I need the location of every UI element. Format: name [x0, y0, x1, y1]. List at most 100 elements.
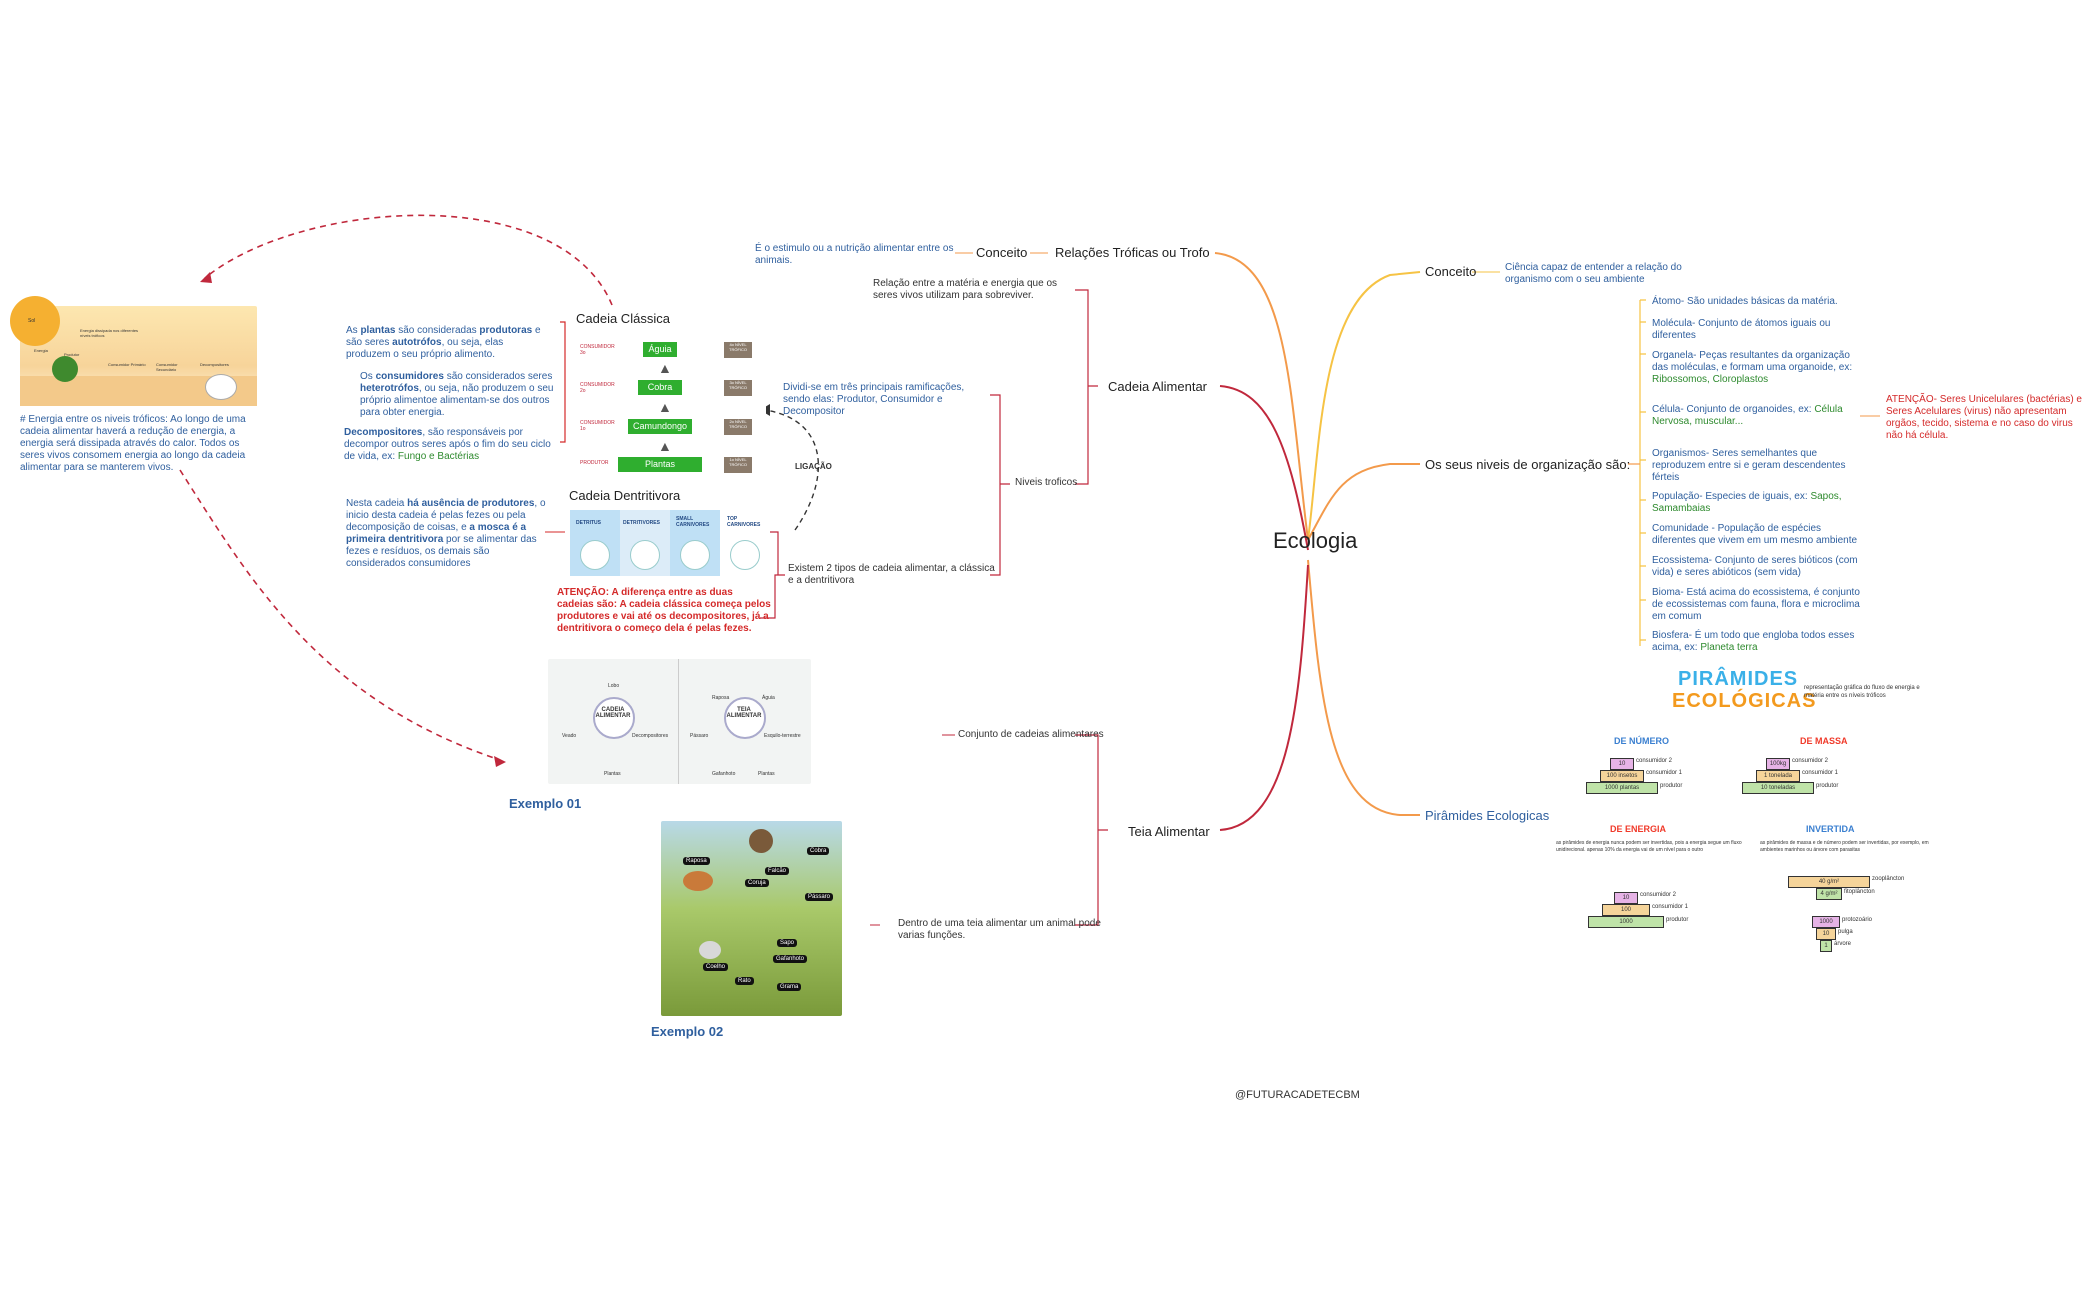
massa-label-1: consumidor 1: [1802, 770, 1839, 776]
ligacao-label: LIGAÇÃO: [795, 462, 832, 471]
massa-label-0: consumidor 2: [1792, 758, 1829, 764]
exemplo1-left-item-0: Lobo: [608, 683, 620, 689]
niveis-organizacao-node[interactable]: Os seus niveis de organização são:: [1425, 457, 1631, 472]
atencao-cadeias: ATENÇÃO: A diferença entre as duas cadei…: [557, 587, 771, 634]
energia-pyr-note: as pirâmides de energia nunca podem ser …: [1556, 840, 1742, 853]
invertida-bar-1: 4 g/m²: [1816, 888, 1842, 900]
exemplo2-label-2: Falcão: [765, 867, 790, 875]
teia-dentro-text: Dentro de uma teia alimentar um animal p…: [898, 918, 1101, 941]
exemplo2-label-9: Grama: [777, 983, 802, 991]
nivel-atomo: Átomo- São unidades básicas da matéria.: [1652, 296, 1838, 307]
nivel-ecossistema: Ecossistema- Conjunto de seres bióticos …: [1652, 555, 1858, 578]
detritivora-step-0: DETRITUS: [576, 520, 601, 526]
piramides-subtitle: representação gráfica do fluxo de energi…: [1804, 685, 1920, 699]
nivel-molecula: Molécula- Conjunto de átomos iguais ou d…: [1652, 318, 1831, 341]
cadeia-alimentar-node[interactable]: Cadeia Alimentar: [1108, 379, 1207, 394]
nivel-celula: Célula- Conjunto de organoides, ex: Célu…: [1652, 404, 1843, 427]
level-label-2: CONSUMIDOR 1o: [580, 420, 615, 432]
level-label-1: CONSUMIDOR 2o: [580, 382, 615, 394]
exemplo1-caption: Exemplo 01: [509, 796, 582, 811]
connector-conceito: [1307, 271, 1421, 541]
energia-img-energia: Energia: [34, 348, 48, 353]
trophic-tag-2: 2o NÍVEL TRÓFICO: [724, 419, 752, 435]
invertida-label-0: zooplâncton: [1872, 876, 1905, 882]
piramides-image: PIRÂMIDES ECOLÓGICAS representação gráfi…: [1554, 664, 1954, 970]
tipos-text: Existem 2 tipos de cadeia alimentar, a c…: [788, 563, 995, 586]
watermark: @FUTURACADETECBM: [1235, 1089, 1360, 1101]
massa-label-2: produtor: [1816, 783, 1839, 789]
detritivora-text: Nesta cadeia há ausência de produtores, …: [346, 498, 546, 569]
invertida-note: as pirâmides de massa e de número podem …: [1760, 840, 1929, 853]
connector-cadeia: [1219, 385, 1309, 551]
invertida-bar-0: 40 g/m²: [1788, 876, 1870, 888]
exemplo1-left-item-1: Veado: [562, 733, 577, 739]
detritivora-step-2: SMALL CARNIVORES: [676, 516, 710, 528]
energia-bar-2: 1000: [1588, 916, 1664, 928]
arrow-up-icon: ▲: [658, 399, 672, 415]
exemplo1-right-title: TEIA ALIMENTAR: [726, 707, 762, 719]
energia-img-dissipada: Energia dissipada nos diferentes níveis …: [80, 328, 139, 338]
detritivora-step-1: DETRITIVORES: [623, 520, 660, 526]
sun-icon: [10, 296, 60, 346]
exemplo2-caption: Exemplo 02: [651, 1024, 724, 1039]
exemplo2-label-3: Cobra: [807, 847, 830, 855]
connector-niveis: [1307, 463, 1420, 541]
teia-alimentar-node[interactable]: Teia Alimentar: [1128, 824, 1210, 839]
chain-plantas: Plantas: [618, 457, 702, 472]
center-topic[interactable]: Ecologia: [1273, 528, 1358, 553]
exemplo2-label-7: Coelho: [703, 963, 729, 971]
dividi-text: Dividi-se em três principais ramificaçõe…: [783, 382, 965, 417]
cadeia-relacao-text: Relação entre a matéria e energia que os…: [873, 278, 1058, 301]
exemplo1-right-item-0: Raposa: [712, 695, 730, 701]
exemplo2-label-6: Gafanhoto: [773, 955, 808, 963]
exemplo2-label-1: Coruja: [745, 879, 769, 887]
exemplo1-right-item-4: Gafanhoto: [712, 771, 736, 777]
level-label-0: CONSUMIDOR 3o: [580, 344, 615, 356]
connector-piramides: [1307, 559, 1420, 816]
dashed-arrow-ligacao: [764, 409, 820, 531]
exemplo2-label-5: Sapo: [777, 939, 798, 947]
energia-label-1: consumidor 1: [1652, 904, 1689, 910]
level-label-3: PRODUTOR: [580, 460, 609, 466]
exemplo1-right-item-3: Esquilo-terrestre: [764, 733, 801, 739]
dashed-arrow-energia: [204, 214, 613, 306]
invertida2-bar-2: 1: [1820, 940, 1832, 952]
trophic-tag-1: 3o NÍVEL TRÓFICO: [724, 380, 752, 396]
piramides-title2: ECOLÓGICAS: [1672, 690, 1817, 712]
relacoes-troficas-node[interactable]: Relações Tróficas ou Trofo: [1055, 245, 1210, 260]
relacoes-conceito-node[interactable]: Conceito: [976, 245, 1028, 260]
massa-bar-1: 1 tonelada: [1756, 770, 1800, 782]
numero-label-0: consumidor 2: [1636, 758, 1673, 764]
nivel-populacao: População- Especies de iguais, ex: Sapos…: [1652, 491, 1842, 514]
nivel-organismos: Organismos- Seres semelhantes que reprod…: [1652, 448, 1846, 483]
energia-text: # Energia entre os niveis tróficos: Ao l…: [20, 414, 246, 473]
conceito-node[interactable]: Conceito: [1425, 264, 1477, 279]
arrow-up-icon: ▲: [658, 360, 672, 376]
energia-img-produtor: Produtor: [64, 352, 80, 357]
chain-aguia: Águia: [643, 342, 677, 357]
exemplo1-left-item-2: Decompositores: [632, 733, 669, 739]
relacoes-conceito-text: É o estimulo ou a nutrição alimentar ent…: [755, 243, 954, 266]
detritivora-title: Cadeia Dentritivora: [569, 488, 681, 503]
piramides-node[interactable]: Pirâmides Ecologicas: [1425, 808, 1550, 823]
conceito-text: Ciência capaz de entender a relação do o…: [1505, 262, 1682, 285]
trophic-tag-0: 4o NÍVEL TRÓFICO: [724, 342, 752, 358]
nivel-comunidade: Comunidade - População de espécies difer…: [1652, 523, 1858, 546]
invertida2-label-2: árvore: [1834, 941, 1852, 947]
exemplo2-label-0: Raposa: [683, 857, 710, 865]
invertida2-label-0: protozoário: [1842, 917, 1873, 923]
connector-teia: [1219, 564, 1309, 831]
exemplo2-image: Raposa Coruja Falcão Cobra Pássaro Sapo …: [661, 821, 842, 1016]
chain-cobra: Cobra: [638, 380, 682, 395]
exemplo1-right-item-1: Águia: [762, 695, 775, 701]
niveis-troficos-node[interactable]: Niveis troficos: [1015, 477, 1078, 488]
invertida2-label-1: pulga: [1838, 929, 1853, 935]
energia-label-2: produtor: [1666, 917, 1689, 923]
energia-bar-1: 100: [1602, 904, 1650, 916]
arrow-up-icon: ▲: [658, 438, 672, 454]
exemplo1-left-item-3: Plantas: [604, 771, 621, 777]
massa-title: DE MASSA: [1800, 736, 1848, 746]
nivel-biosfera: Biosfera- É um todo que engloba todos es…: [1652, 630, 1855, 653]
invertida2-bar-0: 1000: [1812, 916, 1840, 928]
